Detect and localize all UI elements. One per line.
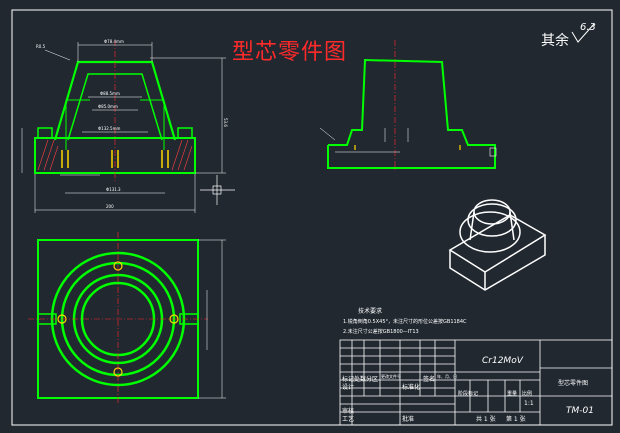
tb-header-3: 分区: [366, 376, 379, 383]
svg-text:R0.5: R0.5: [36, 44, 46, 49]
tb-scale-label: 比例: [522, 391, 533, 397]
svg-text:Φ88.5mm: Φ88.5mm: [100, 91, 120, 96]
drawing-title: 型芯零件图: [232, 40, 348, 65]
svg-text:200: 200: [106, 204, 114, 209]
tb-row-review: 审核: [342, 408, 355, 415]
scale-text: 1:1: [524, 400, 534, 407]
svg-text:Φ85.0mm: Φ85.0mm: [98, 104, 118, 109]
title-block: [339, 339, 613, 426]
tb-std-label: 标准化: [402, 384, 421, 391]
tech-req-line2: 2.未注尺寸公差按GB1800—IT13: [343, 329, 419, 335]
roughness-value: 6.3: [580, 22, 596, 33]
svg-text:Φ132.5mm: Φ132.5mm: [98, 126, 120, 131]
side-section-view: [319, 40, 497, 172]
tb-row-approve: 批准: [402, 416, 415, 423]
tb-header-6: 年、月、日: [437, 374, 457, 379]
material-text: Cr12MoV: [482, 356, 523, 366]
tech-req-heading: 技术要求: [358, 308, 383, 315]
tech-req-line1: 1.锐角倒角0.5X45°，未注尺寸的形位公差按GB1184C: [343, 319, 467, 325]
svg-text:53.6: 53.6: [223, 118, 228, 127]
plan-view: [28, 232, 226, 405]
tb-row-process: 工艺: [342, 416, 355, 423]
svg-text:Φ131.3: Φ131.3: [106, 187, 121, 192]
tb-header-2: 处数: [354, 376, 367, 383]
tb-header-5: 签名: [423, 376, 436, 383]
sheets-text: 共 1 张: [476, 416, 496, 423]
tb-header-4: 更改文件号: [381, 374, 401, 379]
roughness-symbol-icon: [571, 23, 595, 43]
roughness-label: 其余: [541, 33, 569, 49]
sheet-border: [11, 9, 613, 426]
tb-row-design: 设计: [342, 384, 355, 391]
tb-stage-mark: 阶段标记: [458, 391, 479, 397]
part-name-text: 型芯零件图: [558, 380, 589, 387]
tb-header-1: 标记: [342, 376, 355, 383]
sheet-no-text: 第 1 张: [506, 416, 526, 423]
tb-weight: 重量: [507, 391, 518, 397]
drawing-number-text: TM-01: [566, 406, 594, 416]
front-section-view: Φ78.4mm 200 Φ131.3 53.6 R0.5 Φ88.5mm Φ85…: [21, 39, 235, 213]
svg-text:Φ78.4mm: Φ78.4mm: [104, 39, 124, 44]
isometric-view: [448, 199, 547, 291]
